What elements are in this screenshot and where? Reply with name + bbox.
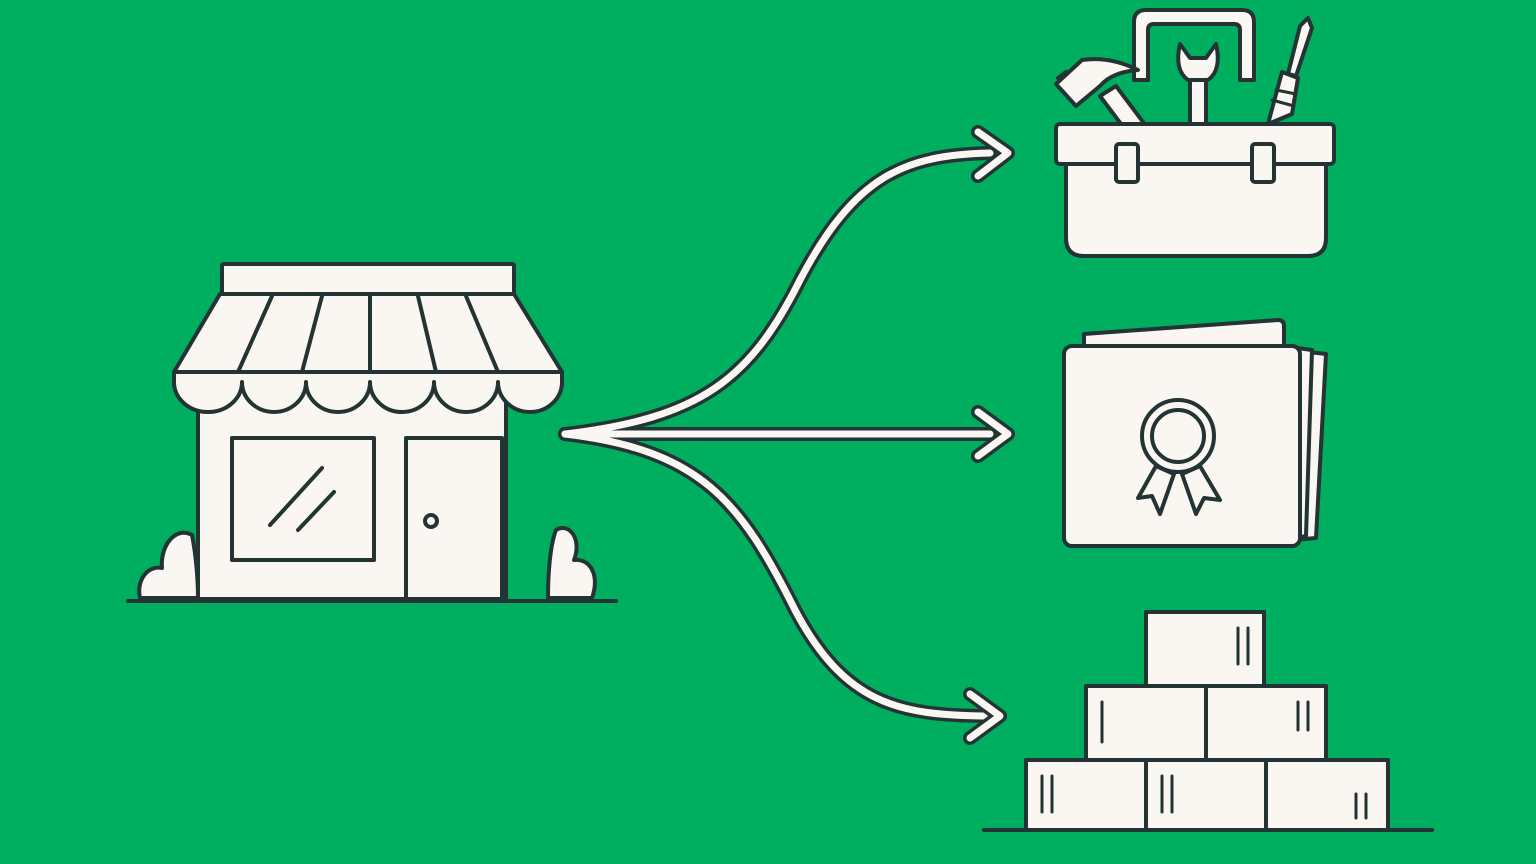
window-glare-1 xyxy=(268,466,324,527)
arrow-to-boxes xyxy=(561,430,989,720)
toolbox-body xyxy=(1064,160,1328,258)
door-knob xyxy=(423,513,439,529)
arrowhead-certificate xyxy=(974,408,1012,460)
screwdriver-shaft xyxy=(1286,16,1314,78)
toolbox-handle xyxy=(1132,8,1256,82)
awning-stripe-4 xyxy=(416,294,438,374)
branching-arrows xyxy=(558,125,1015,745)
wrench-head xyxy=(1176,42,1220,82)
storefront-door xyxy=(404,436,504,602)
awning-stripe-5 xyxy=(464,294,500,374)
wrench-shaft xyxy=(1188,76,1208,126)
left-bush xyxy=(137,530,200,600)
folder-top-sheet xyxy=(1082,318,1286,350)
award-medal-inner xyxy=(1150,408,1206,464)
box-bottom-middle xyxy=(1144,758,1268,832)
box-middle-left xyxy=(1084,684,1208,762)
screwdriver-icon xyxy=(1266,16,1314,126)
arrow-to-toolbox-outline xyxy=(558,146,997,441)
storefront-window xyxy=(230,436,376,562)
arrow-to-toolbox xyxy=(561,149,994,438)
box-bottom-left xyxy=(1024,758,1148,832)
awning-valance xyxy=(172,370,564,414)
right-bush xyxy=(546,526,597,600)
storefront-icon xyxy=(126,262,618,603)
storefront-sign-board xyxy=(220,262,516,296)
box-bottom-right xyxy=(1264,758,1390,832)
arrowhead-boxes xyxy=(966,690,1004,742)
box-top xyxy=(1144,610,1266,688)
toolbox-icon xyxy=(1054,8,1336,258)
awning-stripe-2 xyxy=(300,294,324,374)
wrench-icon xyxy=(1176,42,1220,126)
box-stack-icon xyxy=(982,610,1434,832)
storefront-building xyxy=(196,383,508,601)
hammer-head xyxy=(1054,57,1140,108)
awning-stripe-1 xyxy=(236,294,274,374)
certificate-folder-icon xyxy=(1062,318,1328,548)
screwdriver-grip xyxy=(1266,70,1300,126)
toolbox-lid xyxy=(1054,122,1336,166)
box-middle-right xyxy=(1204,684,1328,762)
toolbox-latch-right xyxy=(1250,142,1276,184)
toolbox-latch-left xyxy=(1114,142,1140,184)
award-ribbon-icon xyxy=(1136,398,1222,516)
arrowhead-toolbox xyxy=(974,128,1012,180)
window-glare-2 xyxy=(296,490,336,532)
